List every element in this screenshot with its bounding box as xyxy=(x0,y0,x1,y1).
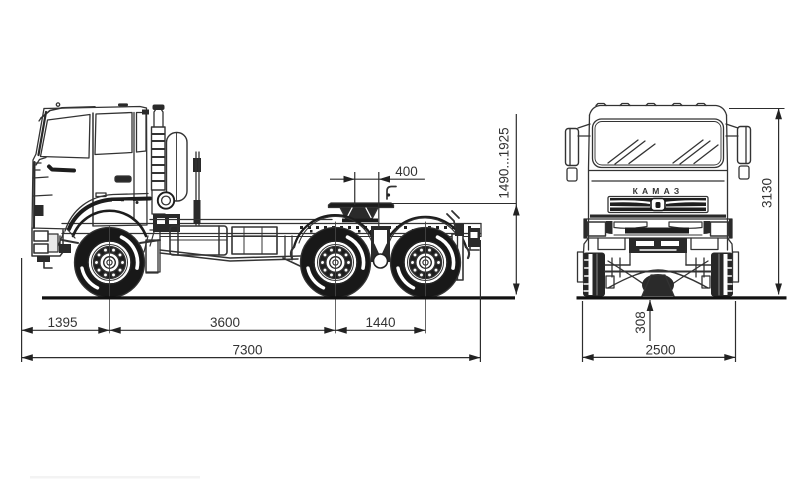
svg-text:1490...1925: 1490...1925 xyxy=(497,127,512,198)
svg-text:3130: 3130 xyxy=(760,178,775,208)
svg-text:400: 400 xyxy=(395,164,418,179)
svg-text:1440: 1440 xyxy=(365,315,395,330)
svg-text:7300: 7300 xyxy=(232,343,262,358)
svg-text:308: 308 xyxy=(633,311,648,334)
svg-text:1395: 1395 xyxy=(47,315,77,330)
svg-text:КАМАЗ: КАМАЗ xyxy=(633,186,684,196)
svg-text:2500: 2500 xyxy=(645,343,675,358)
svg-text:3600: 3600 xyxy=(210,315,240,330)
